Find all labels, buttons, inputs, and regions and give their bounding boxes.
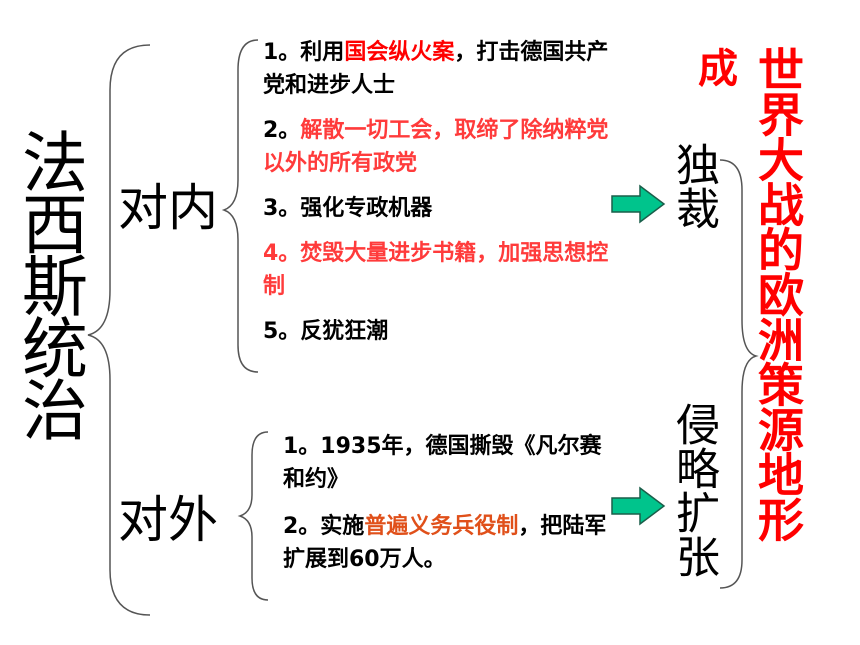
item-highlight: 普遍义务兵役制 — [364, 514, 519, 539]
item-text: 2。实施 — [283, 514, 365, 539]
domestic-label: 对内 — [118, 179, 218, 237]
domestic-item-4: 4。焚毁大量进步书籍，加强思想控制 — [263, 237, 623, 303]
foreign-items: 1。1935年，德国撕毁《凡尔赛和约》 2。实施普遍义务兵役制，把陆军扩展到60… — [283, 430, 613, 576]
conclusion-brace — [719, 159, 759, 589]
foreign-result: 侵略扩张 — [668, 402, 719, 578]
arrow-icon — [611, 184, 666, 224]
domestic-item-3: 3。强化专政机器 — [263, 192, 623, 225]
domestic-items: 1。利用国会纵火案，打击德国共产党和进步人士 2。解散一切工会，取缔了除纳粹党以… — [263, 36, 623, 348]
domestic-item-2: 2。解散一切工会，取缔了除纳粹党以外的所有政党 — [263, 114, 623, 180]
item-text: 2。 — [263, 118, 301, 143]
item-text: ，把陆军扩展到60万人。 — [283, 514, 607, 572]
domestic-item-1: 1。利用国会纵火案，打击德国共产党和进步人士 — [263, 36, 623, 102]
item-highlight: 4。焚毁大量进步书籍，加强思想控制 — [263, 241, 609, 299]
arrow-icon — [611, 486, 666, 526]
foreign-label: 对外 — [118, 491, 218, 549]
item-text: 1。1935年，德国撕毁《凡尔赛和约》 — [283, 434, 602, 492]
foreign-item-2: 2。实施普遍义务兵役制，把陆军扩展到60万人。 — [283, 510, 613, 576]
main-title: 法西斯统治 — [11, 128, 88, 438]
item-text: 5。反犹狂潮 — [263, 319, 389, 344]
item-highlight: 解散一切工会，取缔了除纳粹党以外的所有政党 — [263, 118, 609, 176]
foreign-item-1: 1。1935年，德国撕毁《凡尔赛和约》 — [283, 430, 613, 496]
domestic-result: 独裁 — [668, 142, 719, 230]
item-text: ，打击德国共产党和进步人士 — [263, 40, 609, 98]
domestic-item-5: 5。反犹狂潮 — [263, 315, 623, 348]
main-brace — [87, 44, 151, 616]
item-text: 1。利用 — [263, 40, 345, 65]
conclusion-prefix: 成 — [698, 46, 738, 92]
domestic-brace — [221, 39, 259, 373]
item-text: 3。强化专政机器 — [263, 196, 433, 221]
conclusion-text: 世界大战的欧洲策源地形 — [751, 46, 805, 541]
foreign-brace — [237, 431, 269, 601]
item-highlight: 国会纵火案 — [344, 40, 455, 65]
